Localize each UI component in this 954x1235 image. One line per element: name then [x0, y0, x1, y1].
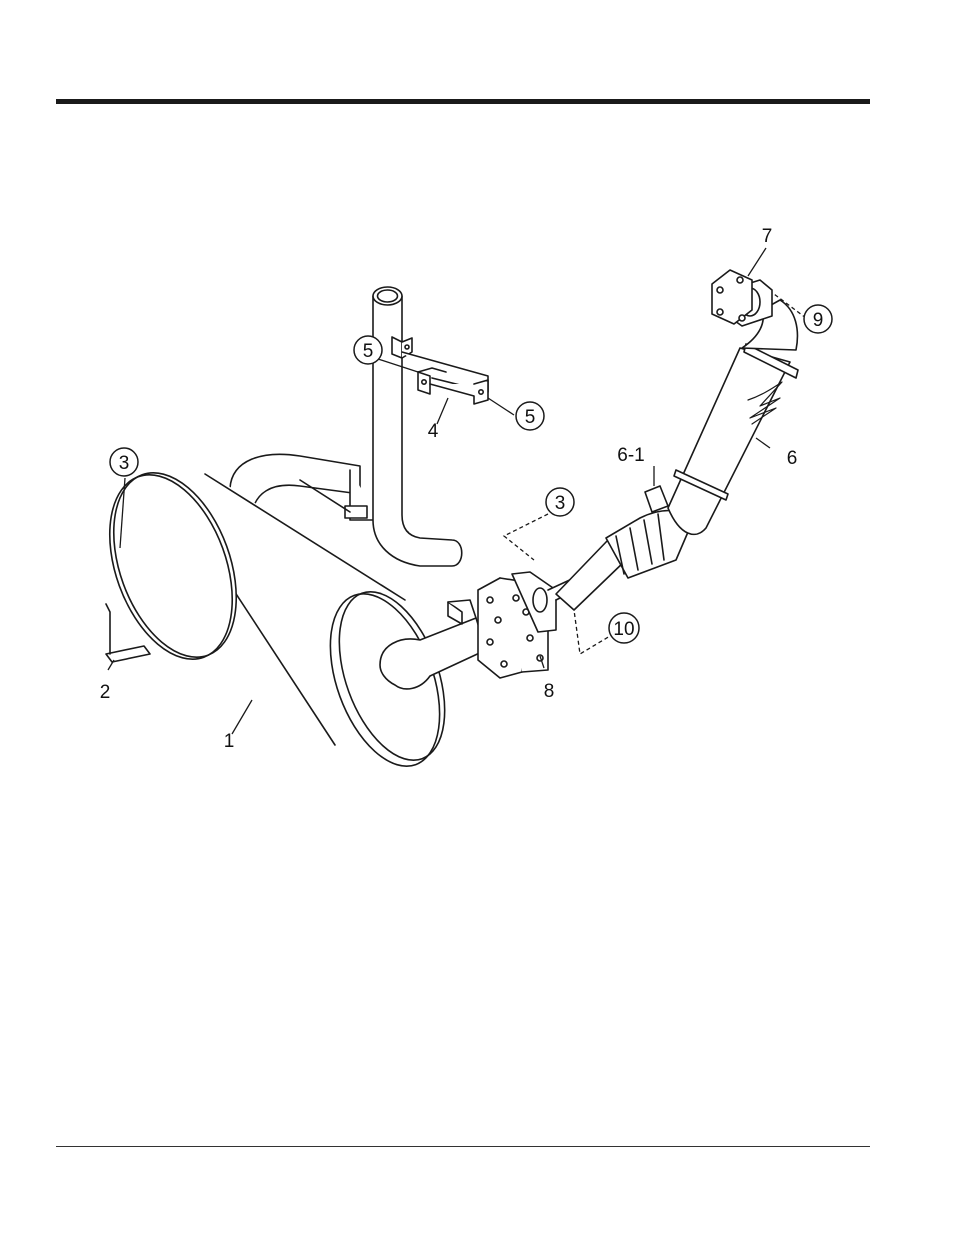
muffler [86, 456, 465, 781]
callout-2: 2 [100, 682, 111, 703]
front-pipe [556, 511, 694, 611]
tail-pipe [373, 287, 462, 566]
pipe-bracket [392, 337, 488, 404]
callout-3-right: 3 [555, 493, 566, 514]
callout-5-upper: 5 [363, 341, 374, 362]
callout-1: 1 [224, 731, 235, 752]
callout-3-left: 3 [119, 453, 130, 474]
callout-4: 4 [428, 421, 439, 442]
top-elbow [712, 270, 797, 350]
callout-6: 6 [787, 448, 798, 469]
callout-6-1: 6-1 [617, 445, 644, 466]
heat-shield-clip [645, 486, 668, 512]
callout-8: 8 [544, 681, 555, 702]
callout-9: 9 [813, 310, 824, 331]
callout-7: 7 [762, 226, 773, 247]
callout-10: 10 [613, 619, 634, 640]
callout-5-right: 5 [525, 407, 536, 428]
upper-pipe [668, 344, 798, 534]
